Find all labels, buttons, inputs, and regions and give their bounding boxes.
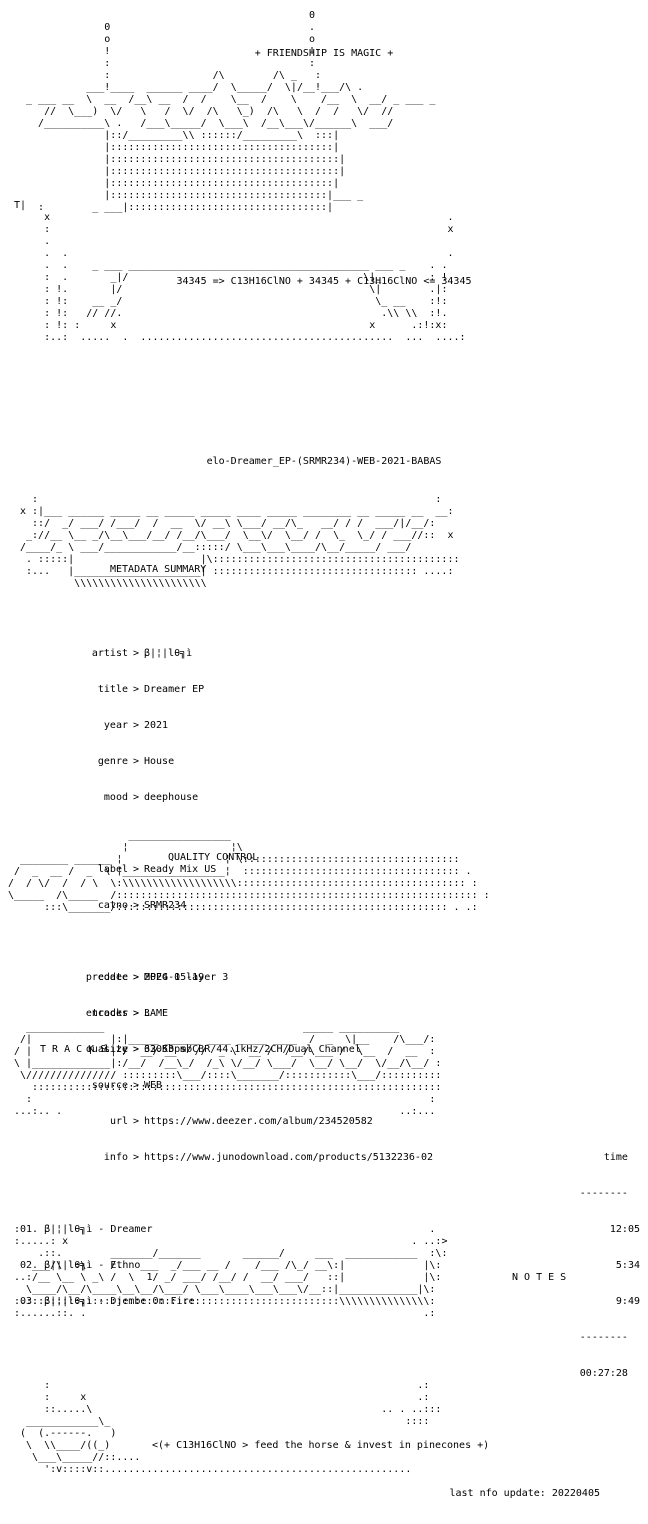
rule-top: -------- — [579, 1188, 628, 1199]
last-update: last nfo update: 20220405 — [449, 1488, 600, 1499]
meta-row-label: label>Ready Mix US — [60, 864, 433, 876]
meta-value: 3 — [144, 1008, 151, 1019]
meta-value: 2021 — [144, 720, 169, 731]
quality-list: codec>MPEG 1 layer 3 encoder>LAME qualit… — [60, 948, 361, 1116]
track-title: Djembe On Fire — [110, 1296, 195, 1307]
meta-value: 2024-05-19 — [144, 972, 205, 983]
meta-row-url: url>https://www.deezer.com/album/2345205… — [60, 1116, 433, 1128]
track-artist: β|¦|lθ╗ì — [44, 1296, 93, 1307]
meta-key: mood — [103, 792, 128, 803]
quality-value: MPEG 1 layer 3 — [144, 972, 229, 983]
meta-key: size — [103, 1044, 128, 1055]
metadata-section-title: METADATA SUMMARY — [110, 564, 207, 575]
quality-row-encoder: encoder>LAME — [60, 1008, 361, 1020]
meta-value: House — [144, 756, 175, 767]
time-header-rule: -------- — [20, 1188, 640, 1200]
formula-line: 34345 => C13H16ClNO + 34345 + C13H16ClNO… — [176, 276, 472, 287]
quality-ascii-banner: _________________ ¦ ¦\ ________ ______ ¦… — [8, 830, 490, 913]
footer-ascii-art: : .: : x .: ::.....\ .. . — [20, 1380, 442, 1475]
meta-row-year: year>2021 — [60, 720, 433, 732]
footer-slogan: <(+ C13H16ClNO > feed the horse & invest… — [152, 1440, 490, 1451]
meta-row-info: info>https://www.junodownload.com/produc… — [60, 1152, 433, 1164]
tracks-ascii-banner: _____________ _____ __________ /| |:|___… — [14, 1022, 442, 1117]
tracks-section-title: T R A C K S — [40, 1044, 107, 1055]
quality-row-codec: codec>MPEG 1 layer 3 — [60, 972, 361, 984]
quality-key: source — [91, 1080, 128, 1091]
meta-key: artist — [91, 648, 128, 659]
meta-value: deephouse — [144, 792, 199, 803]
meta-key: genre — [97, 756, 128, 767]
quality-section-title: QUALITY CONTROL — [168, 852, 259, 863]
track-time: 12:05 — [609, 1224, 640, 1235]
track-time: 9:49 — [615, 1296, 640, 1307]
meta-value: SRMR234 — [144, 900, 187, 911]
metadata-ascii-banner: : : x :|___ ______ _____ __ _____ _____ … — [20, 494, 460, 589]
notes-ascii-banner: : . :.....: x . ..:> .::. _______/______… — [14, 1224, 448, 1319]
quality-row-quality: quality>320Kbps/CBR/44.1kHz/2CH/Dual Cha… — [60, 1044, 361, 1056]
track-number: 02. — [20, 1260, 39, 1271]
meta-key: catno — [97, 900, 128, 911]
meta-row-artist: artist>β|¦|lθ╗ì — [60, 648, 433, 660]
quality-value: WEB — [144, 1080, 163, 1091]
meta-key: title — [97, 684, 128, 695]
meta-key: year — [103, 720, 128, 731]
meta-value: β|¦|lθ╗ì — [144, 648, 193, 659]
meta-key: info — [103, 1152, 128, 1163]
header-ascii-logo: 0 0 . o o ! ! : — [26, 10, 436, 213]
total-time: 00:27:28 — [579, 1368, 628, 1379]
header-ascii-frame: T| x . : x . . . — [14, 200, 466, 343]
track-number: 03. — [20, 1296, 39, 1307]
meta-info-link[interactable]: https://www.junodownload.com/products/51… — [144, 1152, 433, 1163]
quality-key: quality — [85, 1044, 128, 1055]
meta-row-size: size>63.53 mb — [60, 1044, 433, 1056]
time-header: time — [603, 1152, 628, 1163]
quality-value: LAME — [144, 1008, 169, 1019]
track-time: 5:34 — [615, 1260, 640, 1271]
meta-key: predate — [85, 972, 128, 983]
total-rule: -------- — [20, 1332, 640, 1344]
meta-url-link[interactable]: https://www.deezer.com/album/234520582 — [144, 1116, 373, 1127]
track-artist: β|¦|lθ╗ì — [44, 1224, 93, 1235]
meta-row-genre: genre>House — [60, 756, 433, 768]
quality-row-source: source>WEB — [60, 1080, 361, 1092]
track-artist: β|¦|lθ╗ì — [44, 1260, 93, 1271]
tagline: + FRIENDSHIP IS MAGIC + — [254, 48, 394, 59]
meta-value: Dreamer EP — [144, 684, 205, 695]
track-title: Ethno — [110, 1260, 141, 1271]
quality-key: codec — [97, 972, 128, 983]
track-title: Dreamer — [110, 1224, 153, 1235]
meta-key: tracks — [91, 1008, 128, 1019]
meta-row-catno: catno>SRMR234 — [60, 900, 433, 912]
quality-key: encoder — [85, 1008, 128, 1019]
total-time-row: 00:27:28 — [20, 1368, 640, 1380]
rule-bottom: -------- — [579, 1332, 628, 1343]
meta-row-tracks: tracks>3 — [60, 1008, 433, 1020]
meta-key: url — [109, 1116, 128, 1127]
meta-key: label — [97, 864, 128, 875]
meta-row-mood: mood>deephouse — [60, 792, 433, 804]
meta-row-predate: predate>2024-05-19 — [60, 972, 433, 984]
track-number: 01. — [20, 1224, 39, 1235]
meta-value: 63.53 mb — [144, 1044, 193, 1055]
time-column-header: time — [20, 1152, 640, 1164]
quality-value: 320Kbps/CBR/44.1kHz/2CH/Dual Channel — [144, 1044, 361, 1055]
meta-row-title: title>Dreamer EP — [60, 684, 433, 696]
notes-section-title: N O T E S — [512, 1272, 567, 1283]
meta-value: Ready Mix US — [144, 864, 217, 875]
release-name: elo-Dreamer_EP-(SRMR234)-WEB-2021-BABAS — [206, 456, 442, 467]
metadata-list: artist>β|¦|lθ╗ì title>Dreamer EP year>20… — [60, 624, 433, 1188]
